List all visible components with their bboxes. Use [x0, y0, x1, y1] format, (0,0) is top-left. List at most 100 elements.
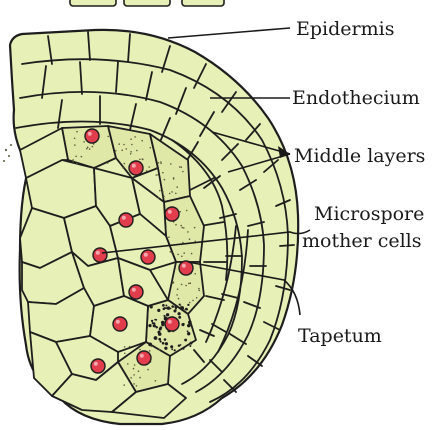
stipple-dot	[76, 131, 78, 133]
stipple-dot	[164, 179, 166, 181]
stipple-dot	[175, 224, 177, 226]
stipple-dot	[139, 349, 141, 351]
stipple-dot	[173, 309, 176, 312]
stipple-dot	[133, 374, 135, 376]
stipple-dot	[187, 330, 189, 332]
nucleus	[141, 250, 155, 264]
stipple-dot	[164, 338, 167, 341]
nucleus	[137, 351, 151, 365]
stipple-dot	[182, 242, 184, 244]
stipple-dot	[149, 350, 151, 352]
stipple-dot	[170, 308, 172, 310]
stipple-dot	[150, 147, 152, 149]
top-edge-cells	[70, 0, 224, 6]
stipple-dot	[162, 191, 164, 193]
stipple-dot	[183, 252, 185, 254]
nucleus	[129, 161, 143, 175]
stipple-dot	[124, 163, 126, 165]
stipple-dot	[162, 342, 165, 345]
stipple-dot	[127, 363, 129, 365]
stipple-dot	[129, 346, 131, 348]
stipple-dot	[189, 302, 191, 304]
nucleus-highlight	[182, 264, 186, 268]
stipple-dot	[136, 385, 138, 387]
stipple-dot	[174, 349, 176, 351]
stipple-dot	[131, 144, 133, 146]
stipple-dot	[130, 153, 132, 155]
stipple-dot	[171, 191, 173, 193]
stipple-dot	[163, 308, 166, 311]
nucleus	[91, 359, 105, 373]
stipple-dot	[157, 309, 160, 312]
stipple-dot	[139, 159, 141, 161]
stipple-dot	[156, 167, 158, 169]
stipple-dot	[189, 345, 191, 347]
left-speckle	[3, 144, 12, 162]
stipple-dot	[155, 174, 157, 176]
stipple-dot	[74, 138, 76, 140]
stipple-dot	[123, 384, 125, 386]
stipple-dot	[158, 162, 160, 164]
stipple-dot	[157, 331, 160, 334]
stipple-dot	[181, 166, 183, 168]
stipple-dot	[178, 316, 181, 319]
stipple-dot	[92, 146, 94, 148]
stipple-dot	[189, 238, 191, 240]
stipple-dot	[160, 161, 162, 163]
label-mother-cells: mother cells	[302, 230, 421, 252]
stipple-dot	[186, 210, 188, 212]
stipple-dot	[180, 225, 182, 227]
stipple-dot	[115, 150, 117, 152]
stipple-dot	[166, 313, 169, 316]
stipple-dot	[161, 321, 165, 325]
stipple-dot	[190, 282, 192, 284]
stipple-dot	[196, 297, 198, 299]
nucleus-highlight	[94, 362, 98, 366]
nucleus	[119, 213, 133, 227]
stipple-dot	[184, 339, 187, 342]
stipple-dot	[107, 162, 109, 164]
stipple-dot	[147, 369, 149, 371]
stipple-dot	[176, 186, 178, 188]
stipple-dot	[171, 348, 173, 350]
stipple-dot	[155, 380, 157, 382]
stipple-dot	[187, 332, 190, 335]
stipple-dot	[190, 342, 193, 345]
stipple-dot	[134, 136, 136, 138]
stipple-dot	[123, 144, 125, 146]
stipple-dot	[185, 308, 188, 311]
stipple-dot	[83, 141, 85, 143]
stipple-dot	[191, 253, 193, 255]
stipple-dot	[181, 323, 184, 326]
stipple-dot	[167, 306, 171, 310]
stipple-dot	[165, 342, 168, 345]
stipple-dot	[168, 236, 170, 238]
nucleus-highlight	[116, 320, 120, 324]
stipple-dot	[179, 166, 181, 168]
stipple-dot	[198, 288, 200, 290]
stipple-dot	[155, 319, 157, 321]
stipple-dot	[188, 321, 192, 325]
label-microspore: Microspore	[314, 203, 424, 225]
stipple-dot	[176, 294, 178, 296]
labels: Epidermis Endothecium Middle layers Micr…	[292, 18, 425, 347]
stipple-dot	[170, 163, 172, 165]
nucleus-highlight	[122, 216, 126, 220]
stipple-dot	[159, 190, 161, 192]
label-middle-layers: Middle layers	[294, 145, 425, 167]
stipple-dot	[174, 306, 177, 309]
stipple-dot	[121, 149, 123, 151]
stipple-dot	[164, 347, 167, 350]
stipple-dot	[183, 227, 185, 229]
stipple-dot	[72, 161, 74, 163]
stipple-dot	[150, 305, 153, 308]
stipple-dot	[122, 167, 124, 169]
stipple-dot	[171, 252, 173, 254]
nucleus	[165, 207, 179, 221]
nucleus	[93, 248, 107, 262]
nucleus	[113, 317, 127, 331]
stipple-dot	[175, 193, 177, 195]
stipple-dot	[179, 304, 181, 306]
stipple-dot	[194, 227, 196, 229]
